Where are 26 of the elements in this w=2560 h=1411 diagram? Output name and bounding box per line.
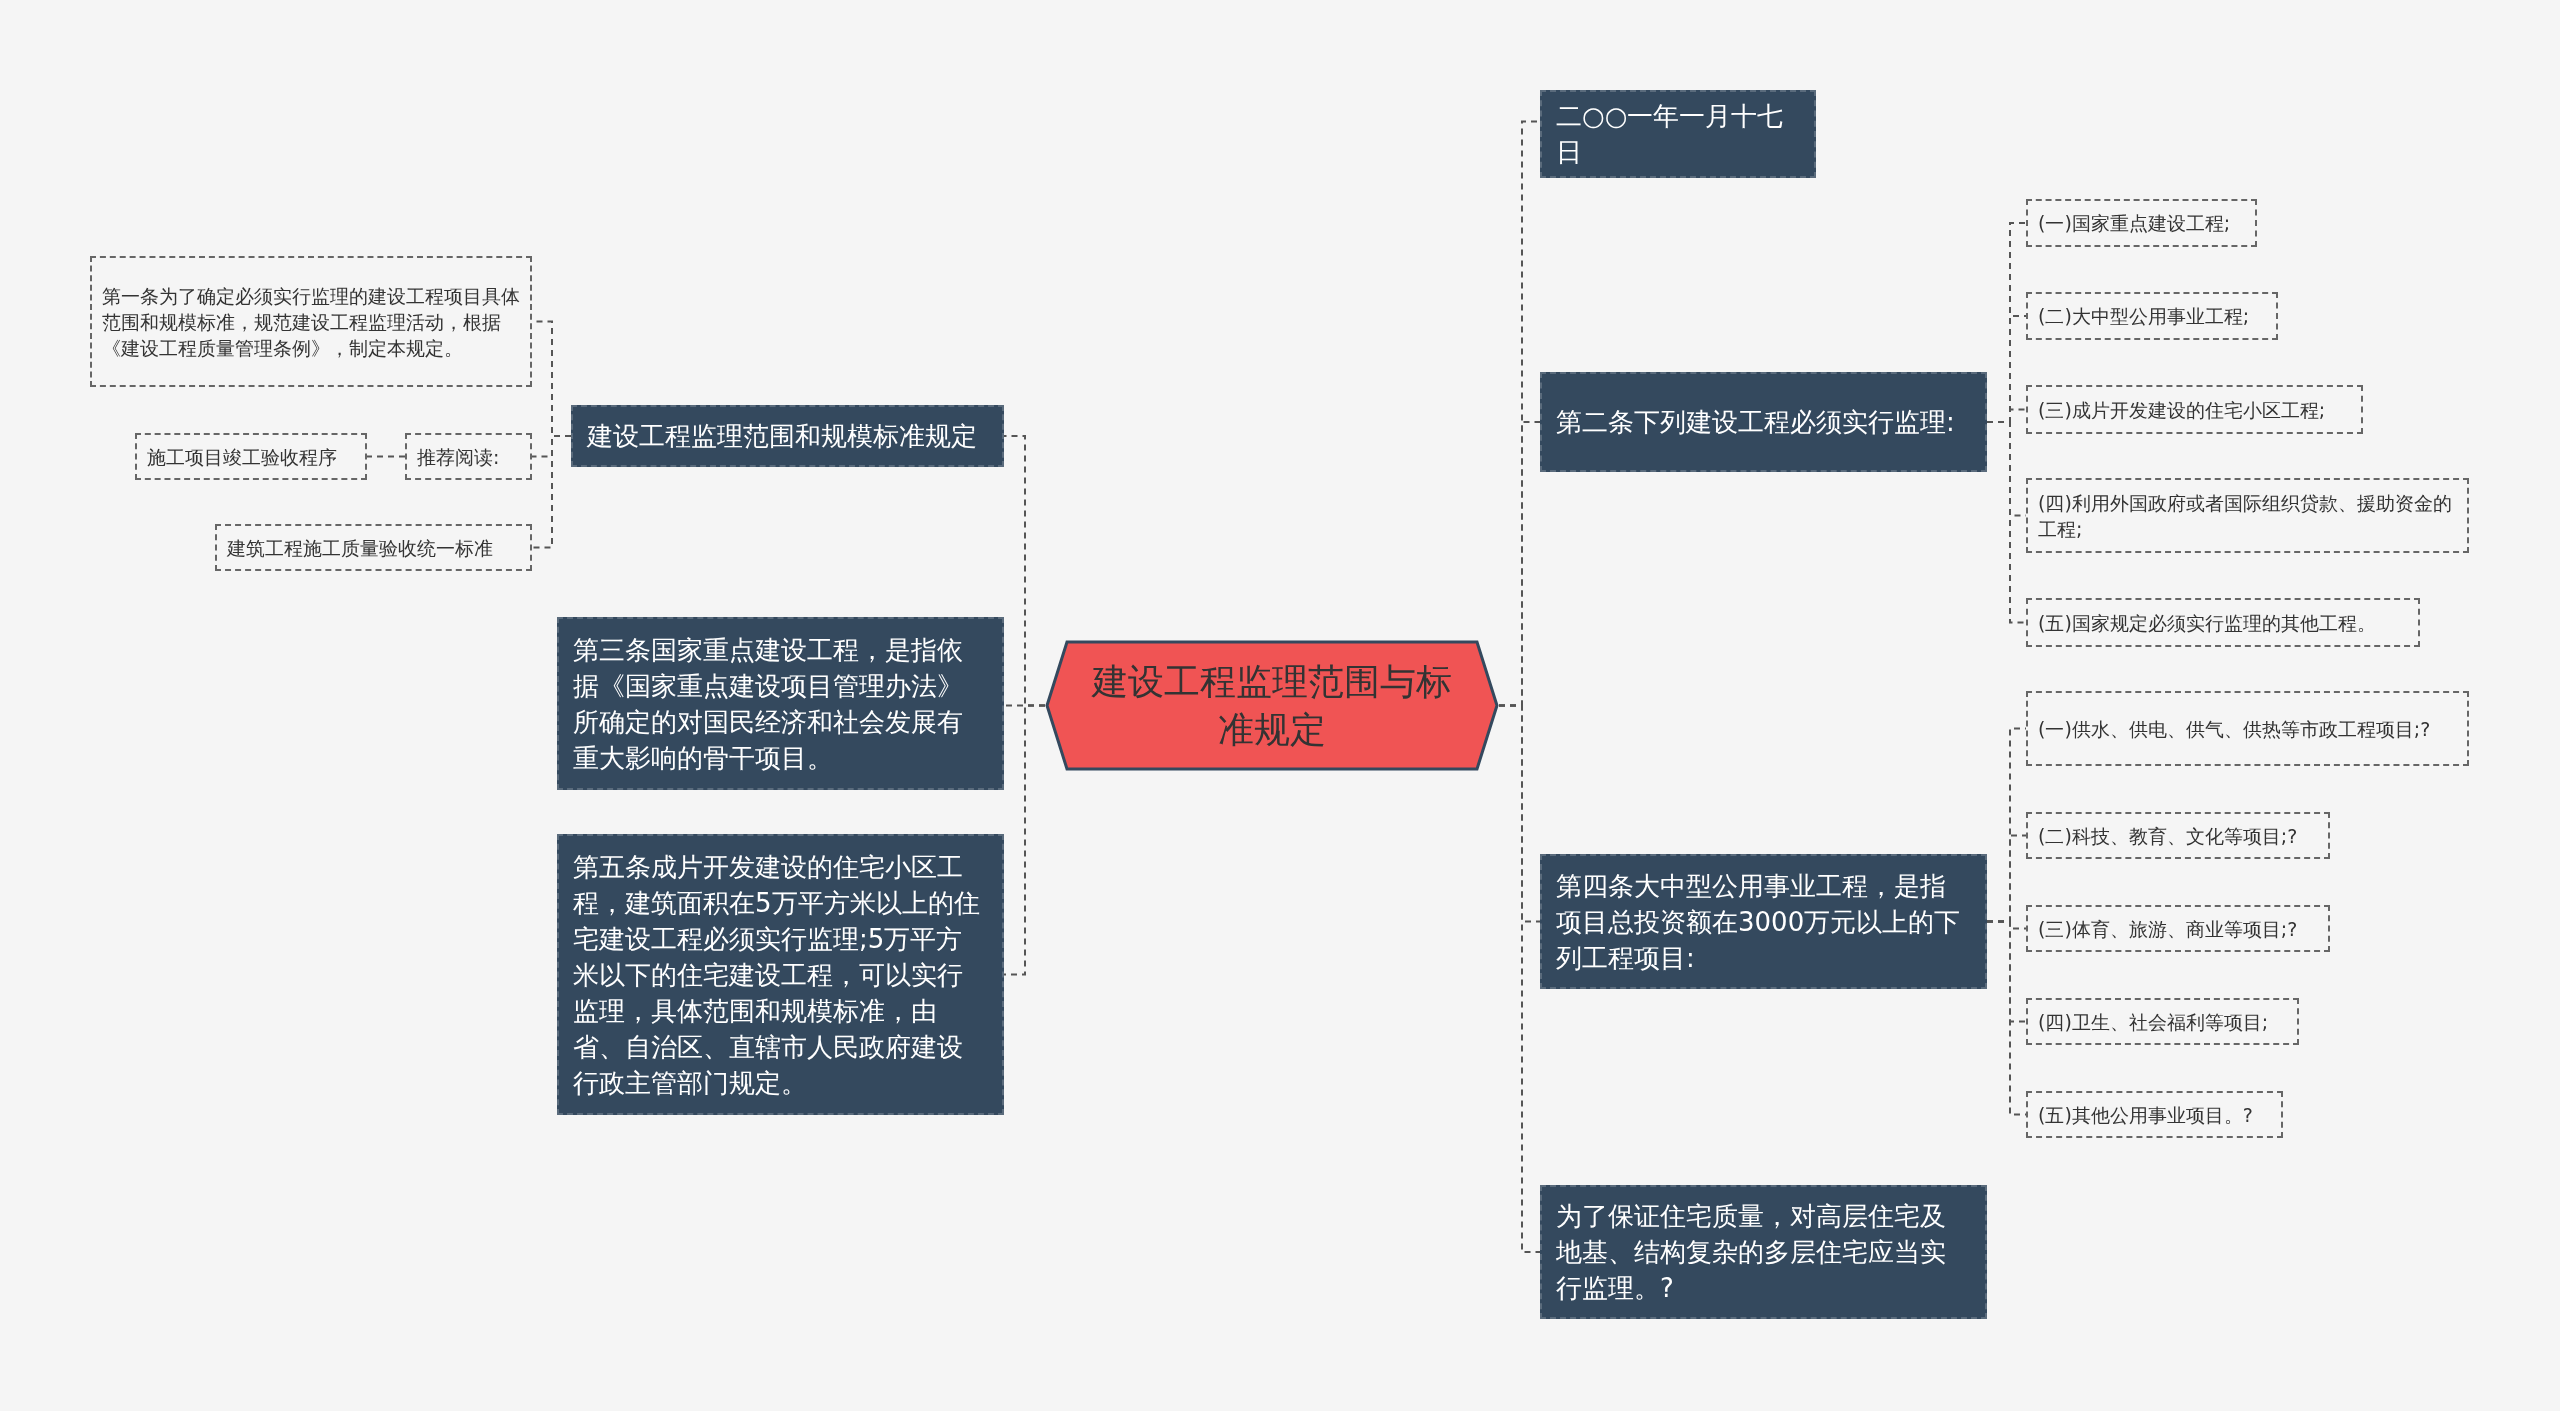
- connector-line: [1498, 704, 1541, 1253]
- topic-box: 二○○一年一月十七日: [1540, 90, 1816, 178]
- topic-box: 为了保证住宅质量，对高层住宅及地基、结构复杂的多层住宅应当实行监理。?: [1540, 1185, 1987, 1319]
- connector-line: [531, 435, 572, 549]
- subtopic-box: (五)其他公用事业项目。?: [2026, 1091, 2283, 1138]
- subtopic-box: 施工项目竣工验收程序: [135, 433, 367, 480]
- topic-box: 第四条大中型公用事业工程，是指项目总投资额在3000万元以上的下列工程项目:: [1540, 854, 1987, 989]
- subtopic-box: (一)供水、供电、供气、供热等市政工程项目;?: [2026, 691, 2469, 766]
- central-topic-hexagon: 建设工程监理范围与标准规定: [1045, 640, 1499, 771]
- topic-box: 第五条成片开发建设的住宅小区工程，建筑面积在5万平方米以上的住宅建设工程必须实行监理;5万平方米以下的住宅建设工程，可以实行监理，具体范围和规模标准，由省、自治区、直辖市人民政府建设行政主管部门规定。: [557, 834, 1004, 1115]
- subtopic-box: 第一条为了确定必须实行监理的建设工程项目具体范围和规模标准，规范建设工程监理活动，根据《建设工程质量管理条例》，制定本规定。: [90, 256, 532, 387]
- topic-box: 建设工程监理范围和规模标准规定: [571, 405, 1004, 467]
- subtopic-box: (四)利用外国政府或者国际组织贷款、援助资金的工程;: [2026, 478, 2469, 553]
- subtopic-box: (二)科技、教育、文化等项目;?: [2026, 812, 2330, 859]
- subtopic-box: (四)卫生、社会福利等项目;: [2026, 998, 2299, 1045]
- subtopic-box: (二)大中型公用事业工程;: [2026, 292, 2278, 340]
- connector-line: [1986, 421, 2027, 624]
- subtopic-box: 推荐阅读:: [405, 433, 532, 480]
- subtopic-box: (五)国家规定必须实行监理的其他工程。: [2026, 598, 2420, 647]
- topic-box: 第三条国家重点建设工程，是指依据《国家重点建设项目管理办法》所确定的对国民经济和社会发展有重大影响的骨干项目。: [557, 617, 1004, 790]
- subtopic-box: (三)体育、旅游、商业等项目;?: [2026, 905, 2330, 952]
- subtopic-box: (三)成片开发建设的住宅小区工程;: [2026, 385, 2363, 434]
- topic-box: 第二条下列建设工程必须实行监理:: [1540, 372, 1987, 472]
- subtopic-box: (一)国家重点建设工程;: [2026, 199, 2257, 247]
- connector-line: [366, 455, 406, 458]
- subtopic-box: 建筑工程施工质量验收统一标准: [215, 524, 532, 571]
